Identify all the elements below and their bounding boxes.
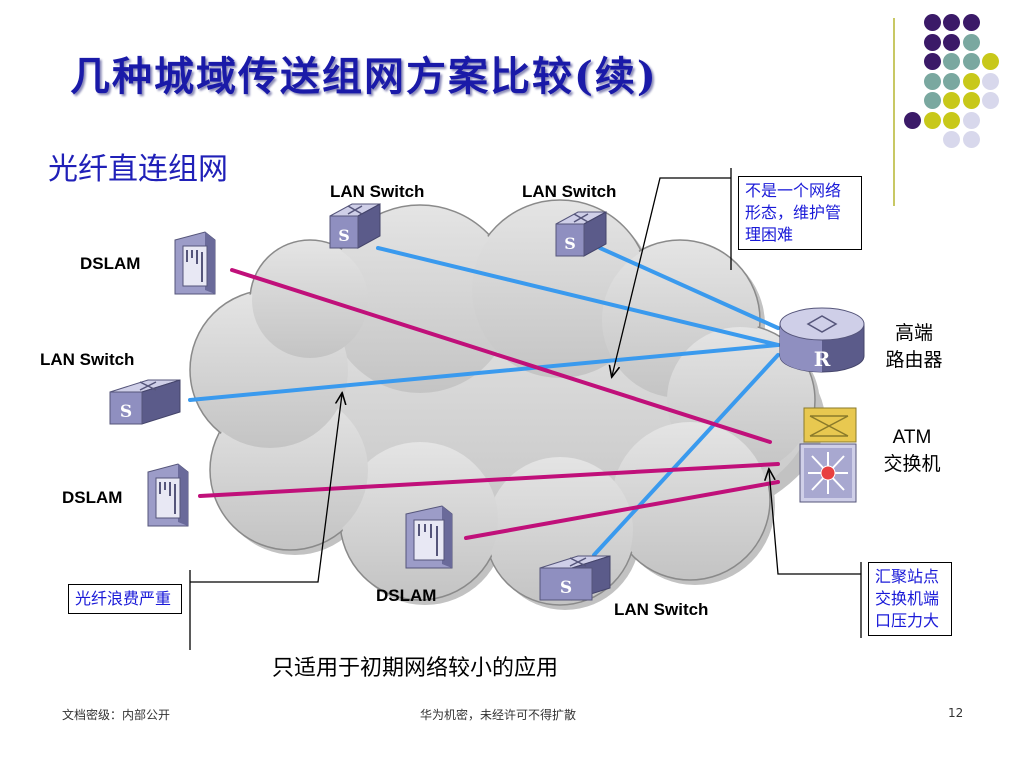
svg-text:S: S <box>560 578 572 598</box>
decorative-dot <box>943 53 960 70</box>
page-subtitle: 光纤直连组网 <box>48 152 228 187</box>
decorative-dot <box>923 53 941 70</box>
decorative-dot <box>904 111 921 129</box>
svg-text:S: S <box>338 226 350 245</box>
decorative-dot <box>962 111 980 129</box>
svg-text:R: R <box>814 347 831 371</box>
lan-switch-top-left-icon: S <box>329 203 381 249</box>
page-title: 几种城域传送组网方案比较(续) <box>70 53 658 100</box>
callout-fiber-waste: 光纤浪费严重 <box>68 584 182 614</box>
link-switch-top-left-router <box>376 246 780 347</box>
decorative-dot <box>962 33 980 51</box>
decorative-dot <box>962 72 980 90</box>
lan-switch-bottom-label: LAN Switch <box>614 600 709 619</box>
dslam-left-label: DSLAM <box>62 488 123 507</box>
link-dslam-bottom-atm <box>464 480 780 540</box>
decorative-dot <box>943 131 960 148</box>
decorative-dot <box>943 92 960 109</box>
decorative-dot <box>923 111 941 129</box>
atm-switch-label-line2: 交换机 <box>883 453 941 475</box>
decorative-dot <box>962 14 980 31</box>
lan-switch-bottom-icon: S <box>539 555 611 601</box>
decorative-dot <box>943 72 960 90</box>
decorative-dot <box>962 131 980 148</box>
decorative-dot <box>923 33 941 51</box>
decorative-dot <box>982 92 999 109</box>
dslam-top-label: DSLAM <box>80 254 141 273</box>
router-label: 高端 路由器 <box>876 320 952 374</box>
lan-switch-left-label: LAN Switch <box>40 350 135 369</box>
link-switch-bottom-router <box>592 353 780 557</box>
decorative-dot <box>962 92 980 109</box>
dslam-top-icon <box>174 231 216 295</box>
dslam-left-icon <box>147 463 189 527</box>
decorative-dot <box>943 33 960 51</box>
svg-text:S: S <box>564 234 576 253</box>
link-switch-left-router <box>188 343 780 402</box>
link-switch-top-right-router <box>598 246 780 330</box>
bottom-note: 只适用于初期网络较小的应用 <box>272 656 559 681</box>
atm-switch-icon <box>799 407 857 503</box>
footer-confidential: 华为机密，未经许可不得扩散 <box>420 708 577 722</box>
decorative-dot <box>943 111 960 129</box>
router-icon: R <box>779 307 865 373</box>
decorative-dot <box>923 92 941 109</box>
dslam-bottom-icon <box>405 505 453 569</box>
decorative-dot <box>943 14 960 31</box>
link-dslam-left-atm <box>198 462 780 498</box>
router-label-line2: 路由器 <box>885 349 943 371</box>
decorative-dot <box>982 53 999 70</box>
arrow-switch-pressure <box>769 470 861 575</box>
footer-classification: 文档密级：内部公开 <box>62 708 171 722</box>
decorative-dot <box>923 72 941 90</box>
callout-switch-pressure: 汇聚站点交换机端口压力大 <box>868 562 952 636</box>
lan-switch-top-left-label: LAN Switch <box>330 182 425 201</box>
lan-switch-top-right-icon: S <box>555 211 607 257</box>
footer-page-number: 12 <box>948 706 964 720</box>
lan-switch-top-right-label: LAN Switch <box>522 182 617 201</box>
arrow-network-form <box>612 177 731 376</box>
decorative-dot <box>982 72 999 90</box>
atm-switch-label: ATM 交换机 <box>874 424 950 478</box>
dslam-bottom-label: DSLAM <box>376 586 437 605</box>
decorative-dot <box>962 53 980 70</box>
router-label-line1: 高端 <box>894 322 933 344</box>
arrow-fiber-waste <box>190 394 342 583</box>
decorative-divider-line <box>893 18 895 206</box>
atm-switch-label-line1: ATM <box>892 427 932 448</box>
lan-switch-left-icon: S <box>109 379 181 425</box>
callout-network-form: 不是一个网络形态，维护管理困难 <box>738 176 862 250</box>
decorative-dot <box>923 14 941 31</box>
link-dslam-top-atm <box>230 268 772 444</box>
svg-text:S: S <box>120 402 132 422</box>
